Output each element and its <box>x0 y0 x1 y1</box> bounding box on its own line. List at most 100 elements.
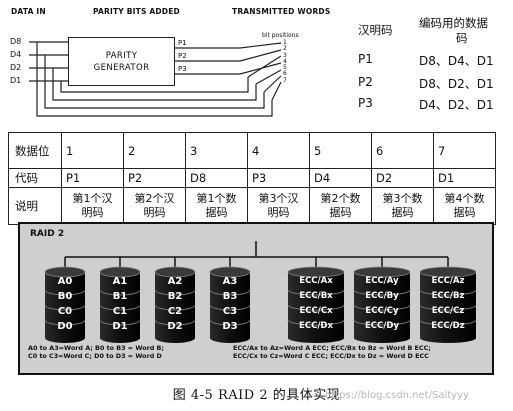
hamming-code-p1: P1 <box>358 52 373 66</box>
disk-platter-divider <box>353 319 411 326</box>
bit-position-4: 4 <box>283 57 287 65</box>
note-line1: 第3个数 <box>382 192 423 205</box>
disk-platter-divider <box>99 289 141 296</box>
disk-platter-divider <box>44 289 86 296</box>
ecc-disk-label: ECC/Ay <box>365 276 399 286</box>
note-line2: 据码 <box>205 206 228 219</box>
bit-position-6: 6 <box>283 70 287 78</box>
note-line1: 第3个汉 <box>258 192 299 205</box>
bit-position-7: 7 <box>283 76 287 84</box>
data-disk-label: B0 <box>57 291 73 302</box>
note-cell: 第1个数据码 <box>185 187 248 225</box>
ecc-disk-label: ECC/Cy <box>365 306 399 316</box>
note-line1: 第2个汉 <box>134 192 175 205</box>
parity-generator-diagram: DATA IN PARITY BITS ADDED TRANSMITTED WO… <box>0 0 345 128</box>
ecc-disk-label: ECC/Dy <box>365 321 399 331</box>
position-cell: 4 <box>247 132 310 169</box>
bit-positions-list: 1 2 3 4 5 6 7 <box>283 39 287 84</box>
hamming-code-p2: P2 <box>358 75 373 89</box>
data-disk-label: D1 <box>112 321 128 332</box>
input-d2: D2 <box>10 63 22 72</box>
raid-title: RAID 2 <box>30 229 65 239</box>
generator-label-line2: GENERATOR <box>93 62 150 73</box>
note-cell: 第3个数据码 <box>371 187 434 225</box>
disk-platter-divider <box>209 289 251 296</box>
disk-platter-divider <box>287 304 345 311</box>
disk-top <box>353 266 411 278</box>
raid-caption-right-2: ECC/Cx to Cz=Word C ECC; ECC/Dx to Dz = … <box>233 352 429 360</box>
disk-platter-divider <box>353 304 411 311</box>
disk-cylinder <box>288 272 344 343</box>
raid-caption-left-2: C0 to C3=Word C; D0 to D3 = Word D <box>28 352 162 360</box>
data-disk-label: D3 <box>222 321 238 332</box>
note-line2: 据码 <box>453 206 476 219</box>
raid-disk-array <box>44 241 477 343</box>
note-line2: 明码 <box>267 206 290 219</box>
parity-wiring <box>29 41 282 117</box>
code-cell: D4 <box>309 168 372 188</box>
note-line1: 第1个数 <box>196 192 237 205</box>
disk-top <box>154 266 196 278</box>
ecc-disk-label: ECC/Dz <box>431 321 465 331</box>
ecc-disk-label: ECC/Cx <box>299 306 333 316</box>
disk-cylinder <box>155 272 195 343</box>
disk-cylinder <box>45 272 85 343</box>
disk-platter-divider <box>209 304 251 311</box>
data-disk-label: B1 <box>112 291 128 302</box>
disk-platter-divider <box>154 304 196 311</box>
disk-platter-divider <box>209 319 251 326</box>
position-cell: 5 <box>309 132 372 169</box>
code-cell: D8 <box>185 168 248 188</box>
data-disk-label: D2 <box>167 321 183 332</box>
disk-platter-divider <box>99 304 141 311</box>
code-cell: P3 <box>247 168 310 188</box>
bit-position-table: 数据位 1 2 3 4 5 6 7 代码 P1 P2 D8 P3 D4 D2 D… <box>8 132 496 225</box>
data-disk-label: A1 <box>112 276 128 287</box>
disk-cylinder <box>420 272 476 343</box>
data-disk-label: A3 <box>222 276 238 287</box>
bit-position-1: 1 <box>283 39 287 46</box>
disk-platter-divider <box>287 319 345 326</box>
disk-platter-divider <box>419 289 477 296</box>
position-cell: 2 <box>123 132 186 169</box>
disk-platter-divider <box>154 289 196 296</box>
note-line2: 据码 <box>391 206 414 219</box>
header-transmitted-words: TRANSMITTED WORDS <box>232 7 331 16</box>
row-header-codes: 代码 <box>8 168 62 188</box>
position-cell: 7 <box>433 132 496 169</box>
ecc-disk-label: ECC/Ax <box>299 276 333 286</box>
data-disk-label: C3 <box>222 306 238 317</box>
data-disk-label: D0 <box>57 321 73 332</box>
header-data-in: DATA IN <box>11 7 46 16</box>
note-cell: 第4个数据码 <box>433 187 496 225</box>
hamming-code-p3: P3 <box>358 96 373 110</box>
raid-caption-left-1: A0 to A3=Word A; B0 to B3 = Word B; <box>28 344 164 352</box>
hamming-bits-p2: D8、D2、D1 <box>419 77 494 91</box>
hamming-bits-p3: D4、D2、D1 <box>419 98 494 112</box>
ecc-disk-label: ECC/By <box>365 291 399 301</box>
note-line1: 第2个数 <box>320 192 361 205</box>
code-cell: P2 <box>123 168 186 188</box>
row-header-positions: 数据位 <box>8 132 62 169</box>
output-p3: P3 <box>178 65 187 73</box>
position-cell: 3 <box>185 132 248 169</box>
disk-cylinder <box>354 272 410 343</box>
disk-platter-divider <box>99 319 141 326</box>
note-line1: 第4个数 <box>444 192 485 205</box>
disk-platter-divider <box>419 304 477 311</box>
data-bits-col-header-line2: 码 <box>456 31 468 45</box>
input-d1: D1 <box>10 76 22 85</box>
data-disk-label: A0 <box>57 276 73 287</box>
table-row-notes: 说明 第1个汉明码 第2个汉明码 第1个数据码 第3个汉明码 第2个数据码 第3… <box>8 187 496 225</box>
disk-platter-divider <box>44 319 86 326</box>
table-row-positions: 数据位 1 2 3 4 5 6 7 <box>8 132 496 169</box>
disk-top <box>44 266 86 278</box>
data-disk-label: B2 <box>167 291 183 302</box>
code-cell: D2 <box>371 168 434 188</box>
output-p1: P1 <box>178 39 187 47</box>
parity-generator-box: PARITY GENERATOR <box>68 37 175 86</box>
data-disk-label: C0 <box>57 306 73 317</box>
note-line1: 第1个汉 <box>72 192 113 205</box>
data-disk-label: B3 <box>222 291 238 302</box>
note-line2: 据码 <box>329 206 352 219</box>
